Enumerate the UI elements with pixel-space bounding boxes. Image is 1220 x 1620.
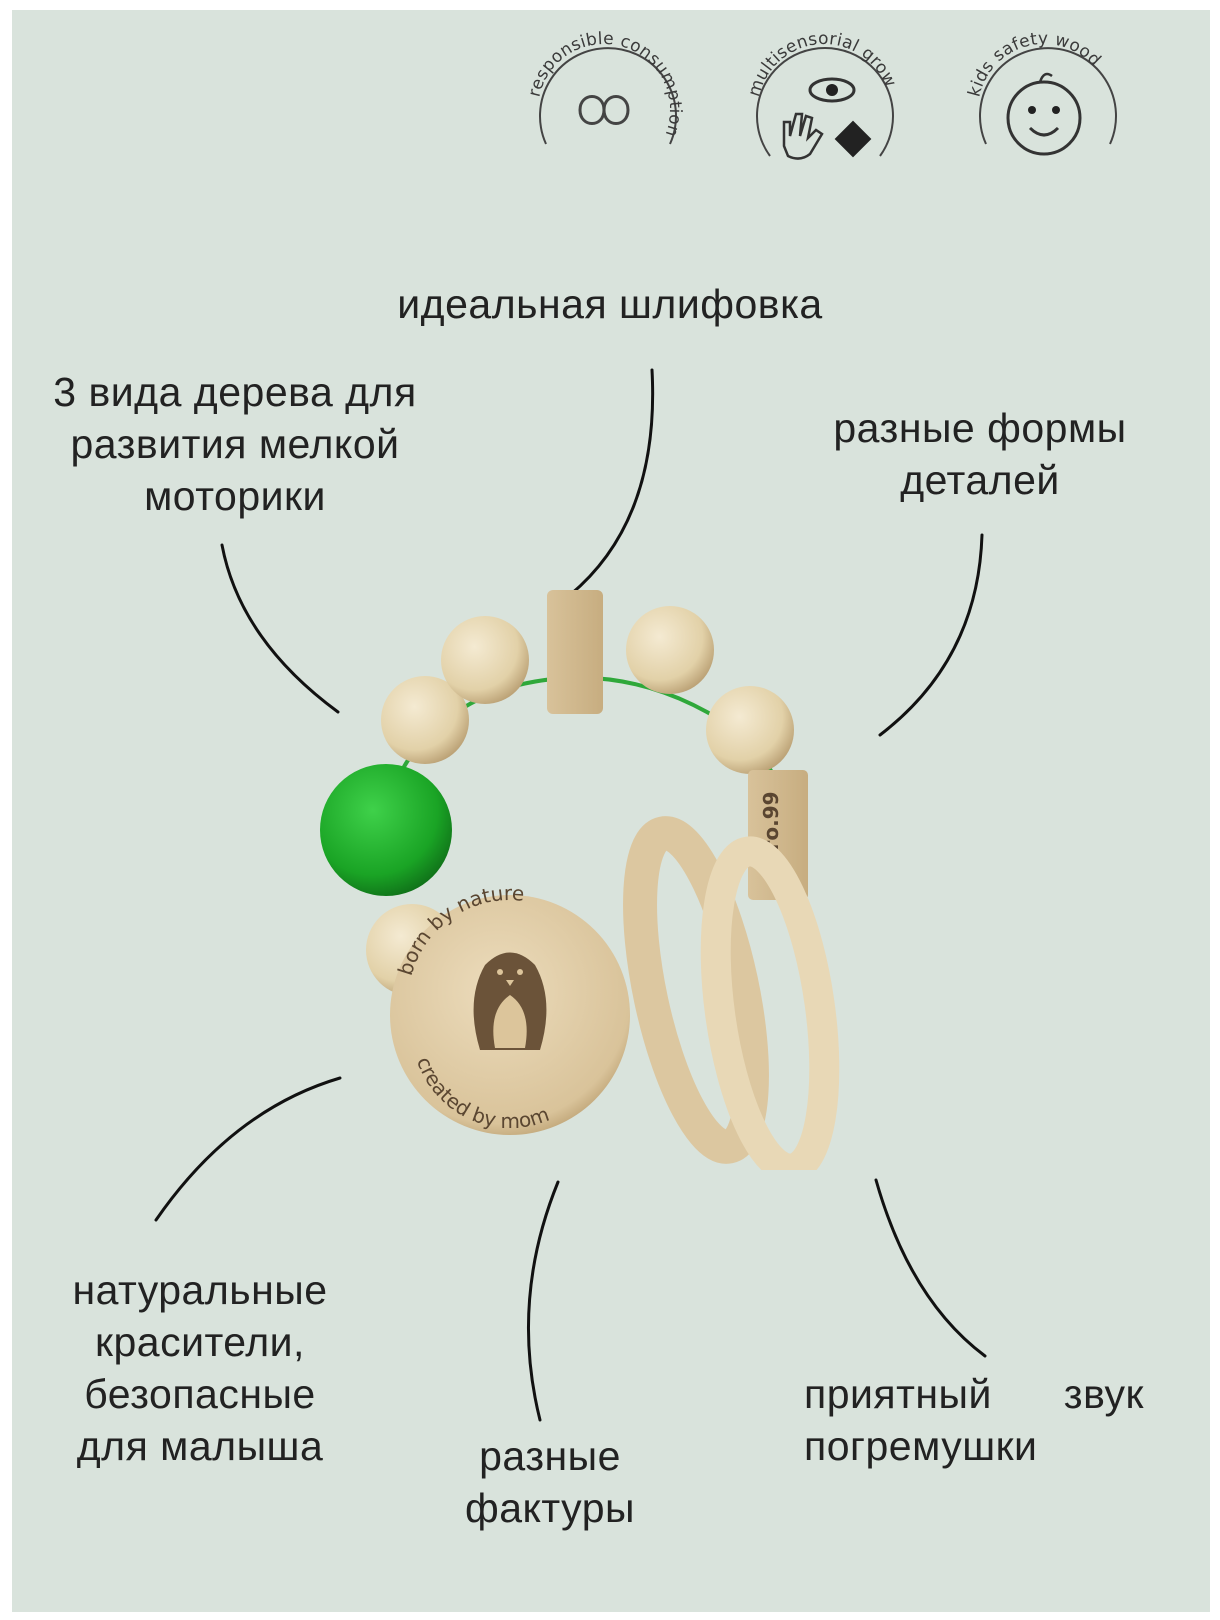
feature-polish: идеальная шлифовка [397,281,823,327]
infinity-icon: responsible consumption [524,29,685,145]
rattle-illustration: Zero.99 born by nature created by mom [320,590,840,1170]
feature-sound: приятный звук погремушки [804,1371,1144,1469]
product-card [12,10,1210,1612]
penguin-icon [473,952,547,1050]
badge-kids-safety-wood: kids safety wood [960,26,1128,194]
badge-responsible-consumption: responsible consumption [520,26,688,194]
green-bead [320,764,452,896]
wood-bead [626,606,714,694]
wood-bead [706,686,794,774]
feature-wood-types: 3 вида дерева для развития мелкой мотори… [53,369,417,519]
wood-bead [441,616,529,704]
feature-textures: разные фактуры [465,1433,635,1531]
wood-ring [700,836,840,1170]
badge-text: kids safety wood [964,29,1104,99]
badge-text: responsible consumption [524,29,685,139]
wood-bead [381,676,469,764]
feature-dyes: натуральные красители, безопасные для ма… [72,1267,328,1469]
badge-text: multisensorial grow [744,29,900,99]
eye-hand-shapes-icon: multisensorial grow [744,29,900,160]
badge-multisensorial-grow: multisensorial grow [740,26,908,194]
baby-face-icon: kids safety wood [964,29,1117,156]
wood-ring [623,816,769,1164]
feature-shapes: разные формы деталей [833,405,1127,503]
rattle-toy-image: Zero.99 born by nature created by mom [300,590,860,1170]
wood-disc-side [547,590,603,714]
